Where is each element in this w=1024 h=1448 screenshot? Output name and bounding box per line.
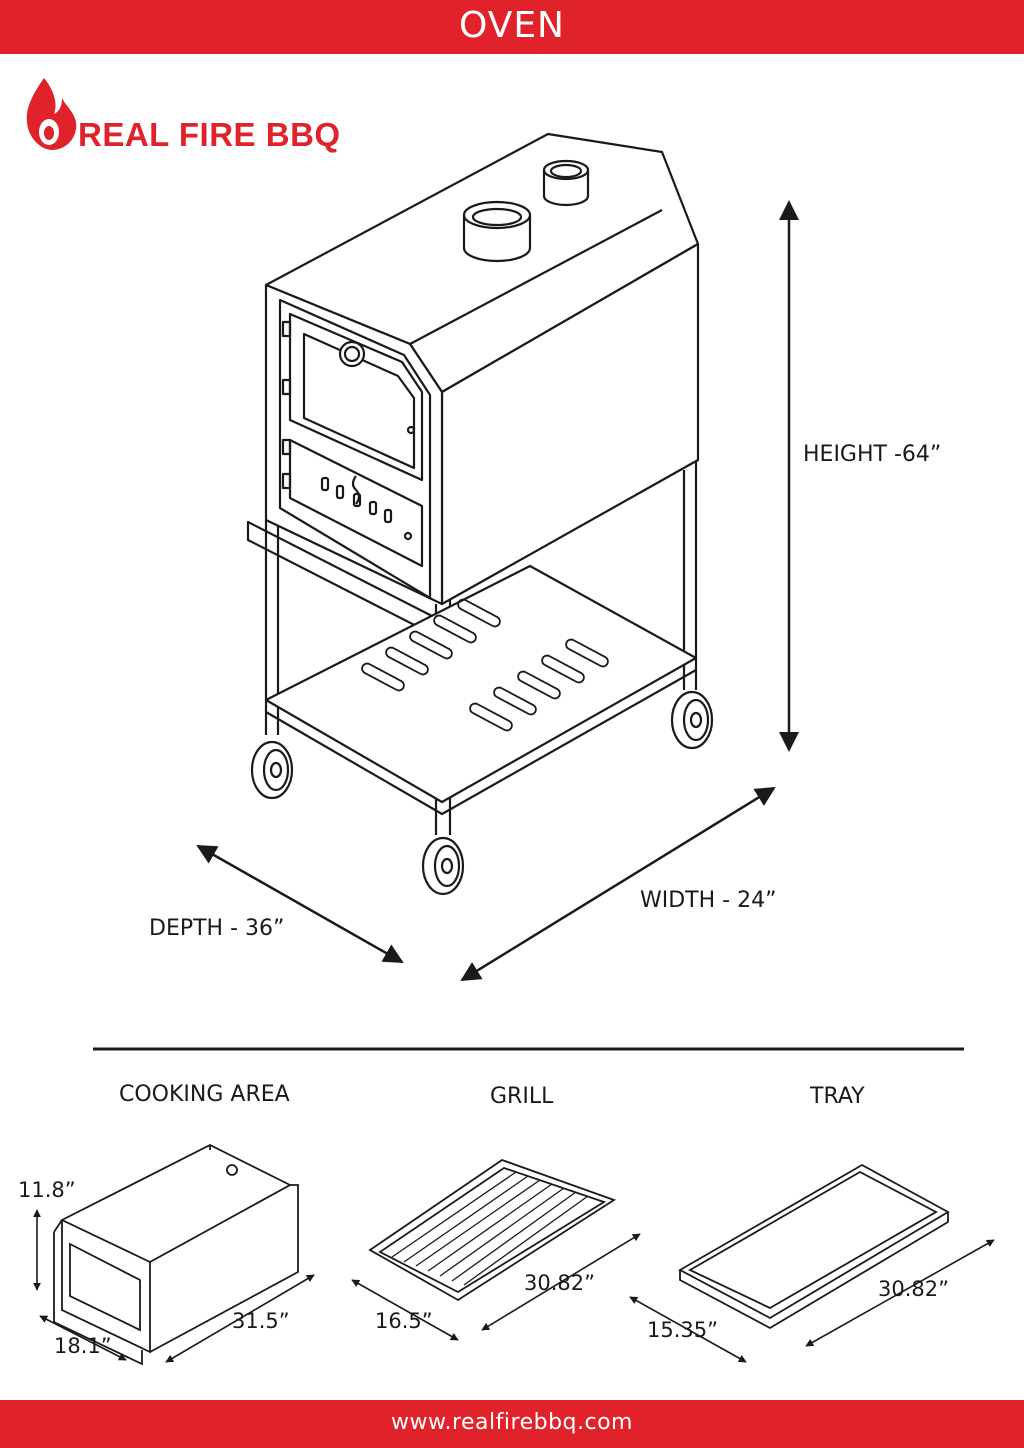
cooking-area-length: 31.5” bbox=[232, 1309, 290, 1333]
grill-width: 16.5” bbox=[375, 1309, 433, 1333]
footer-banner: www.realfirebbq.com bbox=[0, 1400, 1024, 1448]
oven-drawing bbox=[246, 132, 714, 896]
cooking-area-width: 18.1” bbox=[54, 1334, 112, 1358]
brand-logo: REAL FIRE BBQ bbox=[22, 76, 382, 156]
tray-length: 30.82” bbox=[878, 1277, 949, 1301]
depth-arrow bbox=[196, 844, 404, 964]
tray-drawing bbox=[678, 1163, 950, 1330]
cooking-area-height: 11.8” bbox=[18, 1178, 76, 1202]
caster-front bbox=[421, 836, 465, 896]
width-arrow bbox=[460, 786, 776, 982]
header-banner: OVEN bbox=[0, 0, 1024, 54]
tray-title: TRAY bbox=[810, 1084, 865, 1109]
caster-right bbox=[670, 690, 714, 750]
width-label: WIDTH - 24” bbox=[640, 888, 777, 913]
height-label: HEIGHT -64” bbox=[803, 442, 942, 467]
cooking-area-title: COOKING AREA bbox=[119, 1082, 290, 1107]
depth-label: DEPTH - 36” bbox=[149, 916, 285, 941]
chimney-large bbox=[462, 200, 532, 263]
grill-length: 30.82” bbox=[524, 1271, 595, 1295]
page-title: OVEN bbox=[458, 5, 565, 46]
caster-left bbox=[250, 740, 294, 800]
chimney-small bbox=[542, 159, 590, 207]
website-link[interactable]: www.realfirebbq.com bbox=[391, 1410, 633, 1435]
flame-icon bbox=[26, 78, 77, 150]
logo-text: REAL FIRE BBQ bbox=[78, 116, 341, 153]
tray-width: 15.35” bbox=[647, 1318, 718, 1342]
grill-title: GRILL bbox=[490, 1084, 554, 1109]
